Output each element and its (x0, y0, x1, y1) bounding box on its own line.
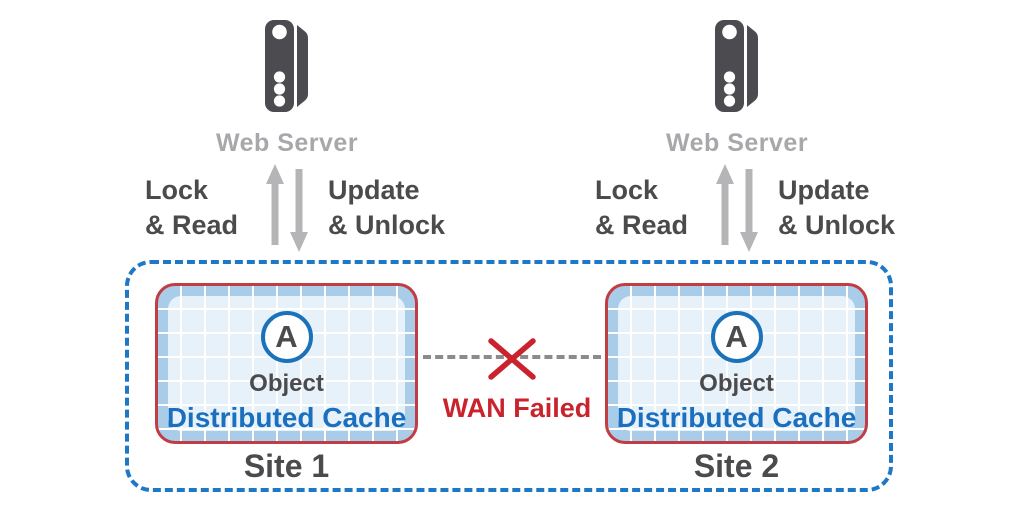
wan-failed-x-icon (488, 338, 536, 380)
web-server-label: Web Server (665, 129, 809, 157)
wan-boundary-box (125, 260, 893, 492)
up-down-arrows-icon (266, 164, 308, 252)
site-1-label: Site 1 (243, 448, 330, 484)
lock-read-label: Lock & Read (595, 175, 689, 240)
distributed-cache-box-site-2: A Object Distributed Cache (605, 283, 868, 444)
object-label: Object (699, 370, 774, 397)
cache-content: A Object Distributed Cache (608, 286, 865, 441)
web-server-icon (715, 20, 758, 112)
down-arrow-icon (740, 169, 758, 252)
object-a-badge: A (710, 311, 763, 363)
site-2-label: Site 2 (693, 448, 780, 484)
object-label: Object (249, 370, 324, 397)
up-arrow-icon (716, 164, 734, 245)
lock-read-label: Lock & Read (145, 175, 239, 240)
web-server-label: Web Server (215, 129, 359, 157)
update-unlock-label: Update & Unlock (778, 175, 896, 240)
object-a-badge: A (260, 311, 313, 363)
up-down-arrows-icon (716, 164, 758, 252)
cache-content: A Object Distributed Cache (158, 286, 415, 441)
update-unlock-label: Update & Unlock (328, 175, 446, 240)
web-server-icon (265, 20, 308, 112)
wan-failed-label: WAN Failed (442, 393, 592, 423)
site-2-server-group: Web Server Lock & Read Update & Unlock (567, 0, 907, 260)
down-arrow-icon (290, 169, 308, 252)
distributed-cache-box-site-1: A Object Distributed Cache (155, 283, 418, 444)
distributed-cache-label: Distributed Cache (616, 402, 857, 433)
site-1-server-group: Web Server Lock & Read Update & Unlock (117, 0, 457, 260)
up-arrow-icon (266, 164, 284, 245)
distributed-cache-label: Distributed Cache (166, 402, 407, 433)
